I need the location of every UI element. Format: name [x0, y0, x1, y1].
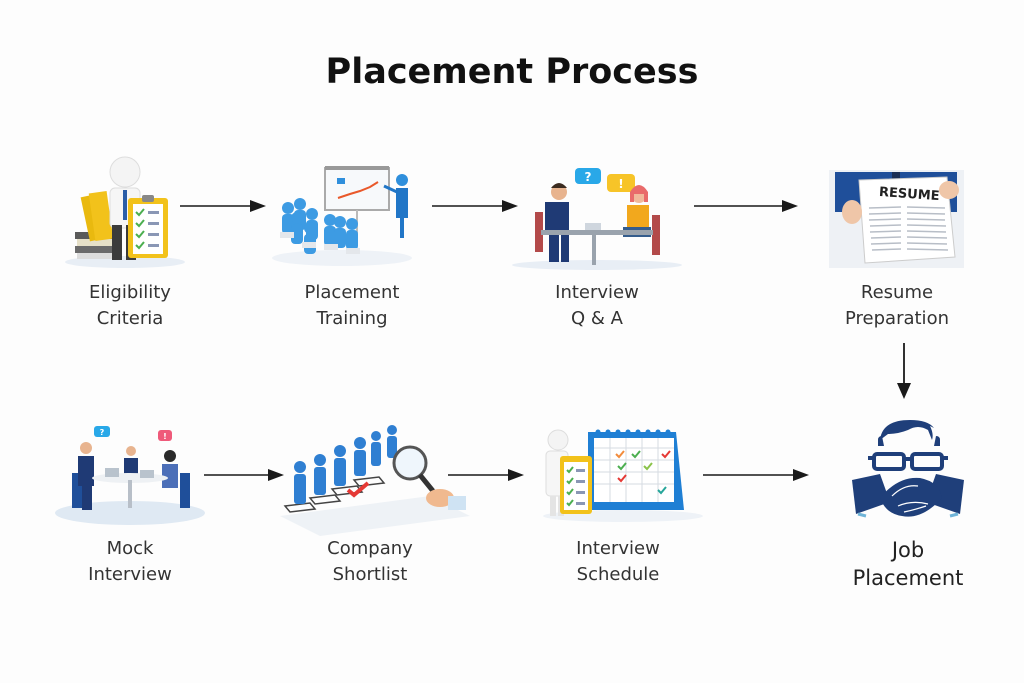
step-label-line2: Placement	[852, 566, 964, 590]
step-label-line1: Company	[327, 538, 413, 559]
mock-interview-table-icon: ? !	[55, 426, 205, 525]
step-label-line2: Schedule	[576, 564, 660, 585]
step-label-line2: Training	[316, 308, 388, 329]
step-label: Placement Training	[252, 280, 452, 332]
mock-question-text: ?	[100, 428, 105, 437]
step-label: Company Shortlist	[270, 536, 470, 588]
presentation-training-icon	[272, 166, 412, 266]
arrow-right	[432, 200, 518, 212]
step-label-line2: Criteria	[96, 308, 164, 329]
handshake-icon	[852, 420, 964, 518]
checklist-person-icon	[65, 156, 185, 268]
step-label-line1: Eligibility	[89, 282, 171, 303]
step-label: Resume Preparation	[797, 280, 997, 332]
step-label: Interview Q & A	[497, 280, 697, 332]
step-label-line2: Preparation	[845, 308, 949, 329]
step-label: Eligibility Criteria	[30, 280, 230, 332]
step-label-line2: Interview	[88, 564, 172, 585]
arrow-down	[897, 343, 911, 399]
calendar-schedule-icon	[543, 429, 703, 522]
step-label-line1: Mock	[106, 538, 154, 559]
arrow-right	[694, 200, 798, 212]
step-label: Interview Schedule	[518, 536, 718, 588]
shortlist-magnifier-icon	[280, 425, 470, 536]
arrow-right	[180, 200, 266, 212]
resume-document-icon: RESUME	[829, 170, 964, 268]
interview-conversation-icon: ? !	[512, 168, 682, 270]
step-label-line1: Job	[891, 538, 925, 562]
question-bubble-text: ?	[585, 170, 592, 184]
step-label-line2: Q & A	[571, 308, 623, 329]
mock-exclaim-text: !	[163, 432, 167, 441]
step-label: Mock Interview	[30, 536, 230, 588]
arrow-right	[204, 469, 284, 481]
step-label-line1: Interview	[576, 538, 660, 559]
step-label-line1: Interview	[555, 282, 639, 303]
step-label-line2: Shortlist	[332, 564, 408, 585]
step-label-line1: Resume	[860, 282, 934, 303]
step-label-line1: Placement	[304, 282, 400, 303]
arrow-right	[448, 469, 524, 481]
exclaim-bubble-text: !	[618, 177, 623, 191]
page-title: Placement Process	[325, 52, 699, 92]
arrow-right	[703, 469, 809, 481]
step-label: Job Placement	[808, 536, 1008, 592]
resume-heading: RESUME	[878, 185, 940, 204]
